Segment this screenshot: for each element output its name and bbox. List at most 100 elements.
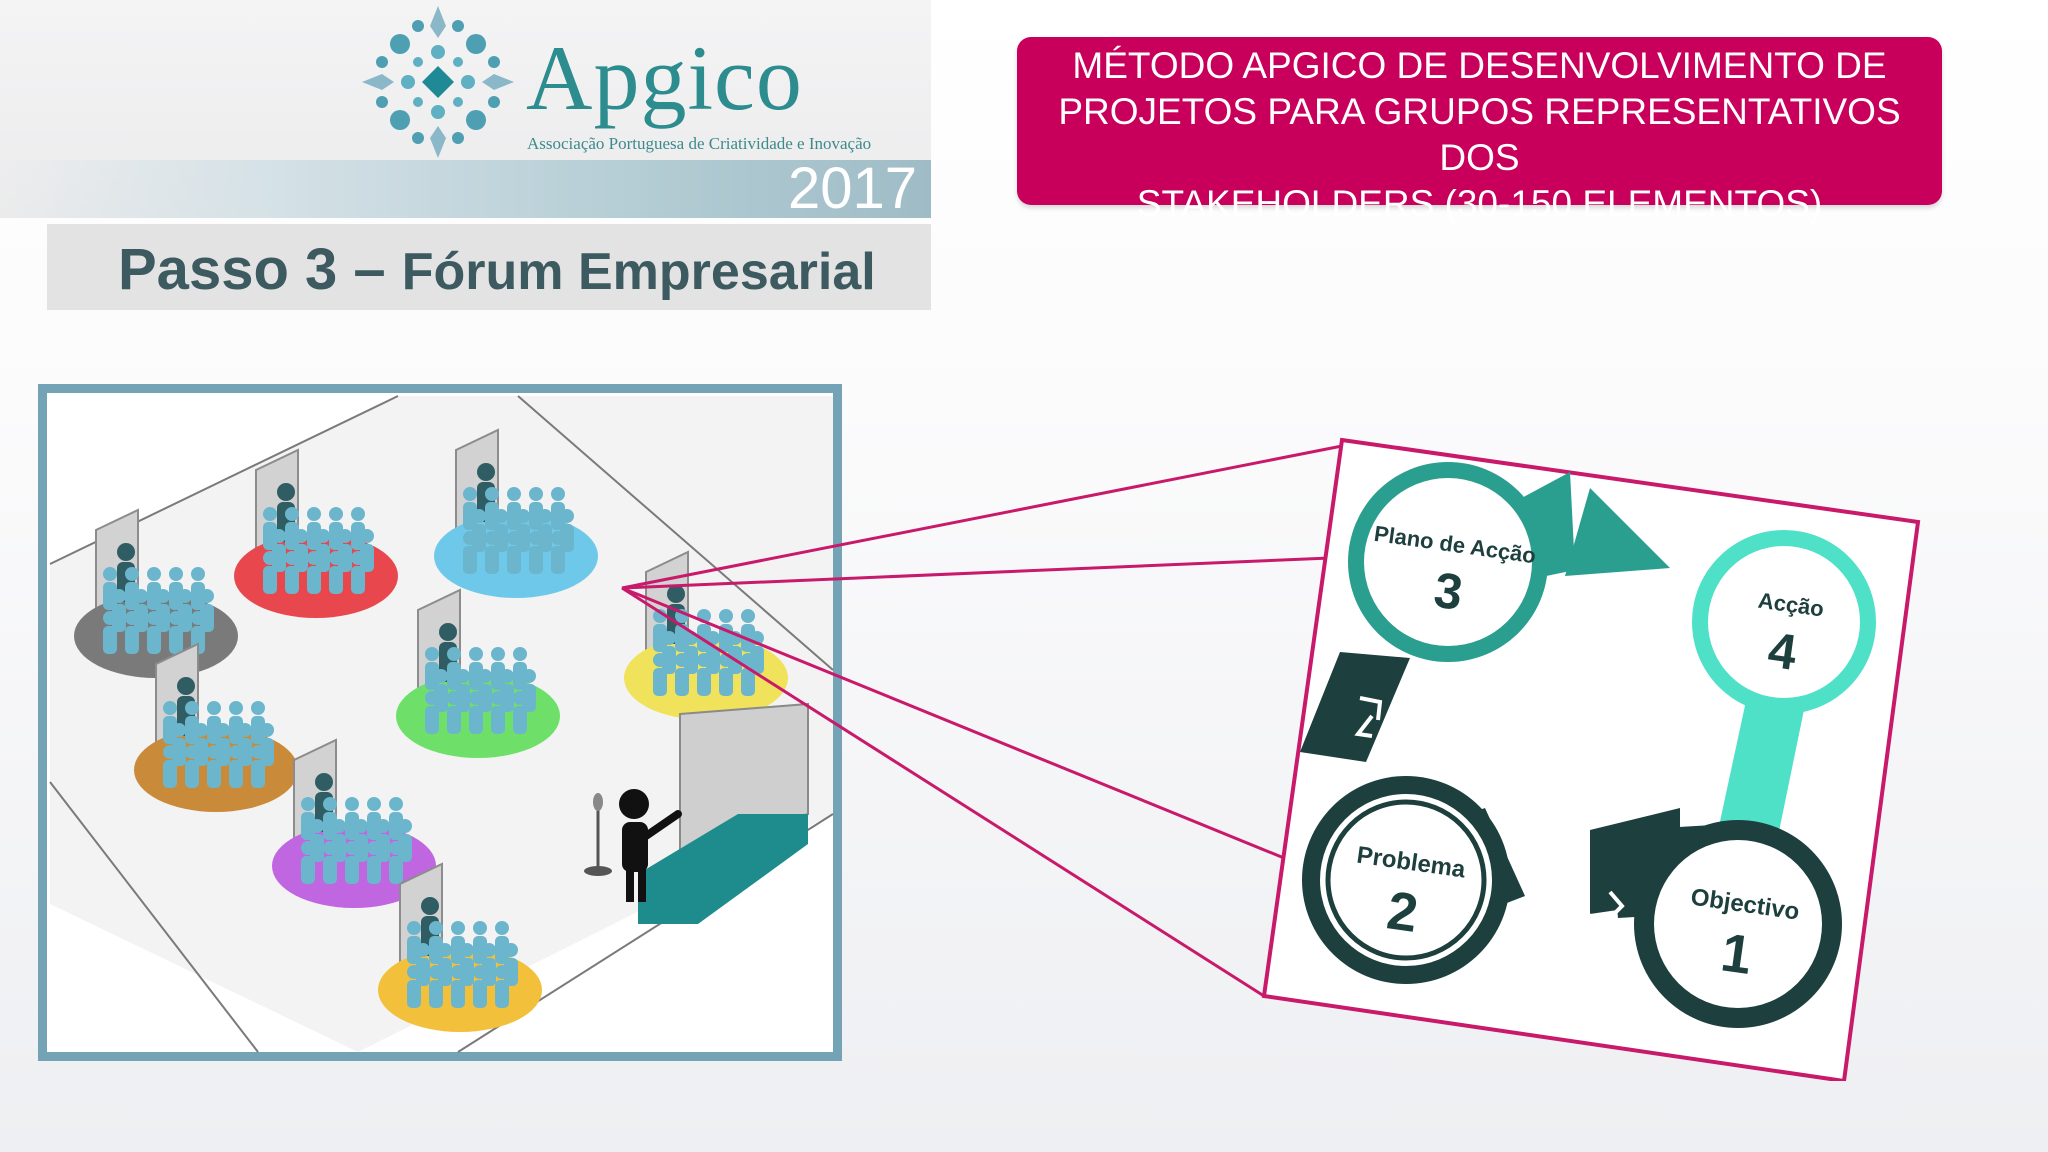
participant-figure [447,691,461,734]
participant-figure [103,567,117,610]
participant-figure [438,943,452,986]
participant-figure [263,507,277,550]
participant-figure [516,509,530,552]
participant-figure [310,819,324,862]
participant-figure [425,691,439,734]
bidirectional-arrow-icon [1575,888,1625,920]
participant-figure [134,589,148,632]
participant-figure [447,647,461,690]
participant-figure [434,669,448,712]
participant-figure [294,529,308,572]
participant-figure [429,965,443,1008]
participant-figure [425,647,439,690]
forum-table-group [134,642,298,812]
participant-figure [156,589,170,632]
participant-figure [354,819,368,862]
forum-table-group [378,862,542,1032]
participant-figure [351,551,365,594]
year-strip [0,160,931,218]
participant-figure [513,691,527,734]
logo-name: Apgico [526,27,803,129]
participant-figure [345,841,359,884]
participant-figure [529,487,543,530]
step-title: Passo 3 – Fórum Empresarial [118,236,876,303]
participant-figure [332,819,346,862]
participant-figure [463,531,477,574]
participant-figure [376,819,390,862]
participant-figure [147,567,161,610]
participant-figure [251,745,265,788]
participant-figure [263,551,277,594]
participant-figure [285,507,299,550]
step-number: Passo 3 – [118,237,386,302]
participant-figure [207,745,221,788]
forum-table-group [272,738,436,908]
participant-figure [163,701,177,744]
improvement-cycle-diagram: Plano de Acção 3 Acção 4 Problema 2 Obje… [1261,437,1921,1081]
participant-figure [551,487,565,530]
participant-figure [456,669,470,712]
participant-figure [169,611,183,654]
participant-figure [389,841,403,884]
forum-table-group [434,428,598,598]
participant-figure [389,797,403,840]
participant-figure [351,507,365,550]
step-title-box [47,224,931,310]
participant-figure [323,797,337,840]
participant-figure [741,653,755,696]
participant-figure [178,589,192,632]
participant-figure [469,647,483,690]
year-label: 2017 [787,156,917,221]
participant-figure [538,509,552,552]
participant-figure [251,701,265,744]
participant-figure [482,943,496,986]
participant-figure [301,797,315,840]
participant-figure [473,921,487,964]
forum-table-group [234,448,398,618]
participant-figure [216,723,230,766]
participant-figure [407,921,421,964]
participant-figure [507,487,521,530]
participant-figure [163,745,177,788]
logo-tagline: Associação Portuguesa de Criatividade e … [527,134,872,153]
method-banner [1017,37,1942,205]
participant-figure [185,701,199,744]
participant-figure [463,487,477,530]
participant-figure [684,631,698,674]
bidirectional-arrow-icon [1354,696,1383,738]
participant-figure [513,647,527,690]
participant-figure [323,841,337,884]
participant-figure [653,609,667,652]
participant-figure [529,531,543,574]
participant-figure [260,723,274,766]
method-banner-text: MÉTODO APGICO DE DESENVOLVIMENTO DE PROJ… [1058,45,1901,224]
participant-figure [504,943,518,986]
participant-figure [338,529,352,572]
participant-figure [407,965,421,1008]
participant-figure [560,509,574,552]
participant-figure [485,487,499,530]
participant-figure [238,723,252,766]
participant-figure [697,653,711,696]
step-name: Fórum Empresarial [401,243,876,301]
participant-figure [207,701,221,744]
speaker-podium [584,702,809,924]
forum-illustration [38,384,842,1061]
participant-figure [491,647,505,690]
participant-figure [551,531,565,574]
cycle-step-2: Problema 2 [1302,776,1510,984]
participant-figure [360,529,374,572]
participant-figure [316,529,330,572]
participant-figure [272,529,286,572]
participant-figure [125,567,139,610]
participant-figure [451,965,465,1008]
forum-table-group [396,588,560,758]
participant-figure [469,691,483,734]
participant-figure [307,551,321,594]
participant-figure [460,943,474,986]
participant-figure [229,701,243,744]
participant-figure [494,509,508,552]
participant-figure [472,509,486,552]
participant-figure [345,797,359,840]
participant-figure [495,965,509,1008]
